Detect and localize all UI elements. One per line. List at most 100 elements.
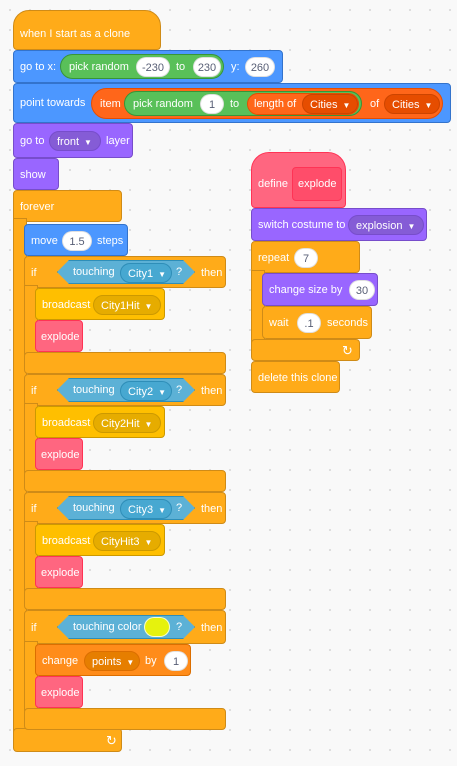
of-label: of [370,98,380,110]
touching-target-dropdown[interactable]: City3▼ [120,499,172,519]
touching-target-value: City2 [128,386,154,398]
broadcast-block[interactable]: broadcast City2Hit▼ [35,406,165,438]
go-to-layer-block[interactable]: go to front▼ layer [13,123,133,158]
repeat-times-input[interactable]: 7 [294,248,318,268]
then-label: then [201,503,223,515]
delete-this-clone-block[interactable]: delete this clone [251,361,340,393]
list-dropdown-2[interactable]: Cities▼ [384,94,440,114]
dropdown-arrow-icon: ▼ [144,538,153,547]
then-label: then [201,385,223,397]
move-steps-block[interactable]: move 1.5 steps [24,224,128,256]
then-label: then [201,622,223,634]
pick-random-index[interactable]: pick random 1 to length of Cities▼ [124,91,362,116]
if-block-city3[interactable]: if touching City3▼ ? then [24,492,226,524]
change-size-input[interactable]: 30 [349,280,375,300]
list-dropdown-1[interactable]: Cities▼ [302,94,358,114]
define-name-block[interactable]: explode [292,167,342,201]
point-towards-block[interactable]: point towards item pick random 1 to leng… [13,83,451,123]
question-mark-label: ? [176,621,183,633]
dropdown-arrow-icon: ▼ [126,658,135,667]
seconds-label: seconds [327,317,368,329]
go-to-label: go to [20,135,45,147]
item-of-list-reporter[interactable]: item pick random 1 to length of Cities▼ … [91,88,443,119]
explode-call-block[interactable]: explode [35,320,83,352]
variable-dropdown[interactable]: points ▼ [84,651,140,671]
if-bottom [24,708,226,730]
change-label: change [42,655,79,667]
dropdown-arrow-icon: ▼ [158,270,166,279]
touching-city1-condition[interactable]: touching City1▼ ? [57,260,195,284]
change-size-label: change size by [269,284,343,296]
go-to-x-label: go to x: [20,61,57,73]
if-block-city1[interactable]: if touching City1▼ ? then [24,256,226,288]
costume-dropdown[interactable]: explosion▼ [348,215,424,235]
hat-label: when I start as a clone [20,28,131,40]
if-block-color[interactable]: if touching color ? then [24,610,226,644]
show-label: show [20,169,46,181]
variable-value: points [92,656,122,668]
broadcast-label: broadcast [42,535,91,547]
explode-label: explode [41,449,80,461]
broadcast-message-dropdown[interactable]: City2Hit▼ [93,413,161,433]
index-from-input[interactable]: 1 [200,94,224,114]
touching-target-dropdown[interactable]: City1 ▼ [120,263,172,283]
y-label: y: [231,61,240,73]
explode-call-block[interactable]: explode [35,556,83,588]
touching-label: touching [73,384,115,396]
random-from-input[interactable]: -230 [136,57,170,77]
touching-target-value: City1 [128,268,154,280]
define-explode-hat[interactable]: define explode [251,152,346,208]
when-i-start-as-clone-hat[interactable]: when I start as a clone [13,10,161,50]
random-to-label: to [176,61,186,73]
explode-call-block[interactable]: explode [35,676,83,708]
touching-color-condition[interactable]: touching color ? [57,615,195,639]
switch-costume-block[interactable]: switch costume to explosion▼ [251,208,427,241]
touching-target-dropdown[interactable]: City2▼ [120,381,172,401]
touching-city3-condition[interactable]: touching City3▼ ? [57,496,195,520]
forever-block[interactable]: forever [13,190,122,222]
layer-dropdown-value: front [57,136,80,148]
change-size-block[interactable]: change size by 30 [262,273,378,306]
if-bottom [24,588,226,610]
show-block[interactable]: show [13,158,59,190]
explode-label: explode [41,687,80,699]
dropdown-arrow-icon: ▼ [144,302,153,311]
pick-random-label: pick random [133,98,193,110]
change-variable-block[interactable]: change points▼ by 1 [35,644,191,676]
if-label: if [31,267,37,279]
layer-dropdown[interactable]: front▼ [49,131,101,151]
dropdown-arrow-icon: ▼ [158,506,166,515]
layer-label: layer [106,135,130,147]
item-label: item [100,98,121,110]
if-bottom [24,470,226,492]
y-input[interactable]: 260 [245,57,275,77]
explode-call-block[interactable]: explode [35,438,83,470]
change-by-input[interactable]: 1 [164,651,188,671]
wait-block[interactable]: wait .1 seconds [262,306,372,339]
wait-input[interactable]: .1 [297,313,321,333]
touching-city2-condition[interactable]: touching City2▼ ? [57,378,195,402]
dropdown-arrow-icon: ▼ [424,101,433,110]
forever-bottom: ↻ [13,728,122,752]
random-to-input[interactable]: 230 [193,57,221,77]
list-dropdown-1-value: Cities [310,99,338,111]
repeat-bottom: ↻ [251,339,360,361]
dropdown-arrow-icon: ▼ [407,222,416,231]
length-of-list-reporter[interactable]: length of Cities▼ [247,93,359,115]
broadcast-block[interactable]: broadcast City1Hit▼ [35,288,165,320]
go-to-xy-block[interactable]: go to x: pick random -230 to 230 y: 260 [13,50,283,83]
repeat-block[interactable]: repeat 7 [251,241,360,273]
if-block-city2[interactable]: if touching City2▼ ? then [24,374,226,406]
wait-label: wait [269,317,289,329]
color-swatch[interactable] [144,617,170,637]
pick-random-x[interactable]: pick random -230 to 230 [60,54,224,79]
steps-label: steps [97,235,124,247]
broadcast-message-dropdown[interactable]: CityHit3▼ [93,531,161,551]
if-label: if [31,385,37,397]
define-label: define [258,178,288,190]
steps-input[interactable]: 1.5 [62,231,92,251]
broadcast-block[interactable]: broadcast CityHit3▼ [35,524,165,556]
then-label: then [201,267,223,279]
broadcast-message-dropdown[interactable]: City1Hit▼ [93,295,161,315]
broadcast-message-value: City2Hit [101,418,140,430]
